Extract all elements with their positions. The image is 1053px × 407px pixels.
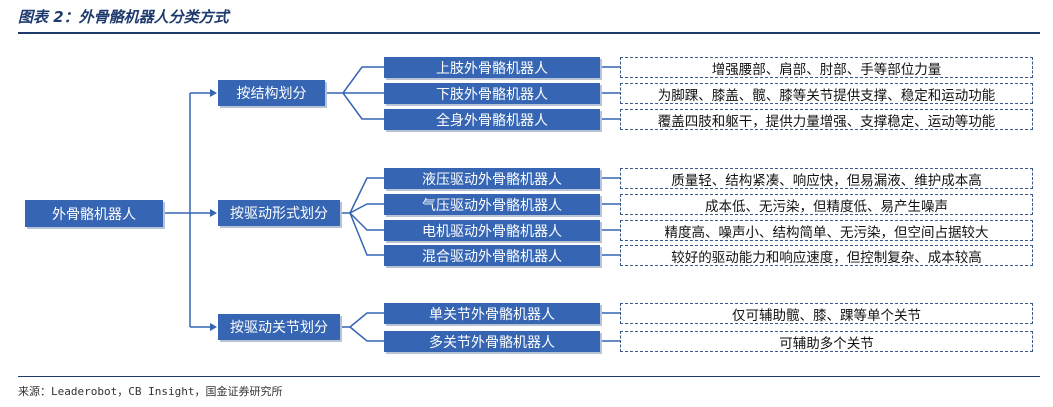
arrowhead-cat-2 [210,209,217,217]
item-hydraulic: 液压驱动外骨骼机器人 [384,168,600,189]
arrowhead-cat-1 [210,89,217,97]
item-hybrid: 混合驱动外骨骼机器人 [384,245,600,266]
item-single-joint: 单关节外骨骼机器人 [384,303,600,324]
root-node: 外骨骼机器人 [25,200,163,227]
item-motor: 电机驱动外骨骼机器人 [384,220,600,241]
desc-hydraulic: 质量轻、结构紧凑、响应快，但易漏液、维护成本高 [620,168,1033,189]
desc-upper-limb: 增强腰部、肩部、肘部、手等部位力量 [620,57,1033,78]
arrowhead-cat-3 [210,323,217,331]
desc-pneumatic: 成本低、无污染，但精度低、易产生噪声 [620,194,1033,215]
item-pneumatic: 气压驱动外骨骼机器人 [384,194,600,215]
desc-hybrid: 较好的驱动能力和响应速度，但控制复杂、成本较高 [620,245,1033,266]
item-multi-joint: 多关节外骨骼机器人 [384,331,600,352]
source-rule [18,376,1040,377]
desc-single-joint: 仅可辅助髋、膝、踝等单个关节 [620,303,1033,324]
title-rule [18,32,1040,34]
brace-group-3 [340,312,384,342]
brace-group-1 [325,66,384,120]
category-drive-joint: 按驱动关节划分 [218,314,340,340]
desc-full-body: 覆盖四肢和躯干，提供力量增强、支撑稳定、运动等功能 [620,109,1033,130]
item-lower-limb: 下肢外骨骼机器人 [384,83,600,104]
figure-title: 图表 2：外骨骼机器人分类方式 [18,8,229,26]
desc-multi-joint: 可辅助多个关节 [620,331,1033,352]
category-structure: 按结构划分 [218,80,325,106]
source-note: 来源：Leaderobot，CB Insight，国金证券研究所 [18,385,283,398]
category-drive-form: 按驱动形式划分 [218,200,340,226]
desc-lower-limb: 为脚踝、膝盖、髋、膝等关节提供支撑、稳定和运动功能 [620,83,1033,104]
item-full-body: 全身外骨骼机器人 [384,109,600,130]
brace-group-2 [340,177,384,256]
item-upper-limb: 上肢外骨骼机器人 [384,57,600,78]
desc-motor: 精度高、噪声小、结构简单、无污染，但空间占据较大 [620,220,1033,241]
